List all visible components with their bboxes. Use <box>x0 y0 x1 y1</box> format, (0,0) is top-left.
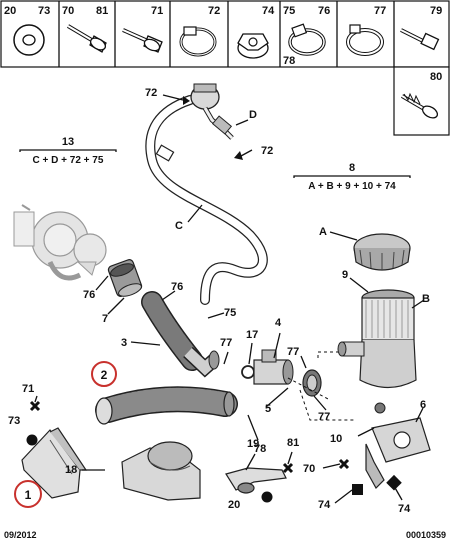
callout-81: 81 <box>287 437 299 449</box>
callout-20: 20 <box>228 499 240 511</box>
header-label-20: 20 <box>4 5 16 17</box>
callout-75: 75 <box>224 307 236 319</box>
callout-18: 18 <box>65 464 77 476</box>
callout-74: 74 <box>318 499 331 511</box>
header-label-81: 81 <box>96 5 108 17</box>
callout-70: 70 <box>303 463 315 475</box>
washer-symbol-dot <box>26 434 38 446</box>
group-13-number: 13 <box>62 136 74 148</box>
callout-77: 77 <box>318 411 330 423</box>
washer-symbol-dot <box>261 491 273 503</box>
header-label-72: 72 <box>208 5 220 17</box>
air-filter-cover-a <box>353 233 411 271</box>
callout-A: A <box>319 226 327 238</box>
callout-B: B <box>422 293 430 305</box>
callout-5: 5 <box>265 403 271 415</box>
callout-76: 76 <box>171 281 183 293</box>
bracket-6 <box>365 417 431 489</box>
hose-19 <box>225 467 287 494</box>
intake-duct-2 <box>95 386 238 425</box>
header-label-80: 80 <box>430 71 442 83</box>
callout-72: 72 <box>261 145 273 157</box>
highlight-callout-2[interactable]: 2 <box>91 361 117 387</box>
hose-clamp-icon <box>346 24 384 56</box>
air-filter-housing-b <box>337 289 417 414</box>
header-label-79: 79 <box>430 5 442 17</box>
callout-78: 78 <box>254 443 266 455</box>
callout-71: 71 <box>22 383 34 395</box>
stud-bolt-icon <box>400 28 440 51</box>
callout-4: 4 <box>275 317 282 329</box>
flange-bolt-icon <box>122 28 163 53</box>
nut-symbol-square <box>352 484 363 495</box>
turbocharger <box>13 204 107 281</box>
intake-pipe-3 <box>141 291 220 378</box>
callout-76: 76 <box>83 289 95 301</box>
callout-C: C <box>175 220 183 232</box>
header-label-73: 73 <box>38 5 50 17</box>
flange-nut-icon <box>237 33 269 59</box>
band-clamp-icon <box>179 26 217 57</box>
flange-bolt-icon <box>66 24 107 53</box>
seal-77 <box>302 369 322 397</box>
callout-D: D <box>249 109 257 121</box>
group-8-number: 8 <box>349 162 355 174</box>
nut-symbol-diamond <box>386 474 402 491</box>
callout-77: 77 <box>287 346 299 358</box>
air-scoop-18 <box>121 441 201 501</box>
group-8-formula: A + B + 9 + 10 + 74 <box>308 181 396 192</box>
header-label-70: 70 <box>62 5 74 17</box>
hardware-header: 20 73 70 81 71 72 74 75 76 78 77 79 80 <box>0 0 450 136</box>
group-13-bracket: 13 C + D + 72 + 75 <box>19 136 117 166</box>
highlight-callout-1[interactable]: 1 <box>14 480 42 508</box>
callout-77: 77 <box>220 337 232 349</box>
callout-10: 10 <box>330 433 342 445</box>
callout-7: 7 <box>102 313 108 325</box>
callout-2: 2 <box>101 368 108 382</box>
callout-73: 73 <box>8 415 20 427</box>
callout-3: 3 <box>121 337 127 349</box>
header-label-71: 71 <box>151 5 163 17</box>
worm-clamp-icon <box>288 23 326 56</box>
turbo-coupling-7 <box>107 259 143 297</box>
air-scoop-1 <box>21 427 88 499</box>
callout-9: 9 <box>342 269 348 281</box>
leader-lines <box>34 94 425 504</box>
group-13-formula: C + D + 72 + 75 <box>33 155 104 166</box>
callout-labels: 72 D 72 C A 9 B 76 7 76 75 3 4 17 77 77 … <box>8 87 430 515</box>
bolt-symbol-cross <box>29 400 350 474</box>
air-flow-meter-4 <box>241 349 294 385</box>
self-tapping-screw-icon <box>400 92 439 119</box>
header-label-76: 76 <box>318 5 330 17</box>
header-label-78: 78 <box>283 55 295 67</box>
header-label-74: 74 <box>262 5 275 17</box>
callout-19: 19 <box>247 438 259 450</box>
footer-date: 09/2012 <box>4 530 37 540</box>
footer-ref: 00010359 <box>406 530 446 540</box>
breather-hose-c <box>145 95 268 305</box>
flat-washer-icon <box>13 24 45 56</box>
callout-1: 1 <box>25 488 32 502</box>
callout-17: 17 <box>246 329 258 341</box>
header-label-75: 75 <box>283 5 295 17</box>
callout-72: 72 <box>145 87 157 99</box>
callout-74: 74 <box>398 503 411 515</box>
callout-6: 6 <box>420 399 426 411</box>
header-label-77: 77 <box>374 5 386 17</box>
vacuum-valve-72 <box>190 83 234 140</box>
group-8-bracket: 8 A + B + 9 + 10 + 74 <box>293 162 411 192</box>
